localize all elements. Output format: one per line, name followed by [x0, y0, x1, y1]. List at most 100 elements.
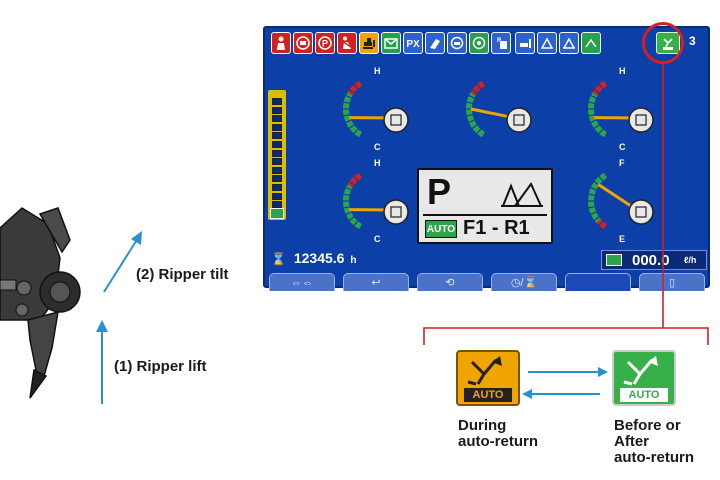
gauge-tick	[481, 131, 487, 139]
ripper-bar-icon	[270, 208, 284, 219]
gauge-tick	[603, 171, 609, 179]
blade-icon	[515, 32, 535, 54]
blade-tilt-icon	[559, 32, 579, 54]
gauge-tick	[597, 127, 605, 135]
gauge-bottom-label: E	[619, 234, 625, 244]
gauge-tick	[481, 79, 487, 87]
gauge-tick	[344, 119, 353, 124]
hourglass-icon: ⌛	[271, 252, 286, 266]
gauge-tick	[467, 94, 476, 99]
bar-meter-segment	[272, 115, 282, 123]
function-button-6[interactable]: ▯	[639, 273, 705, 291]
gauge-tick	[348, 215, 356, 222]
bar-meter-segment	[272, 201, 282, 209]
gauge-top-label: H	[374, 66, 381, 76]
gauge-tick	[342, 101, 351, 105]
fuel-rate-value: 000.0	[632, 252, 670, 269]
during-caption: During auto-return	[458, 417, 538, 450]
service-icon	[469, 32, 489, 54]
gauge-tick	[587, 101, 596, 105]
gauge-tick	[597, 175, 605, 183]
before-icon-label: AUTO	[620, 388, 668, 402]
gauge-tick	[587, 193, 596, 197]
gauge-tick	[352, 175, 360, 183]
gauge-tick	[593, 215, 601, 222]
function-button-4[interactable]: ◷/⌛	[491, 273, 557, 291]
gauge-green-zone	[588, 92, 608, 138]
gauge-tick	[348, 180, 356, 187]
gauge-tick	[593, 88, 601, 95]
gauge-tick	[342, 113, 351, 117]
gauge-tick	[587, 205, 596, 209]
function-button-2[interactable]: ↩	[343, 273, 409, 291]
bar-meter-segment	[272, 132, 282, 140]
gauge-icon-glyph	[635, 114, 647, 126]
gauge-tick	[597, 83, 605, 91]
gauge-bottom-label: C	[374, 234, 381, 244]
fuel-rate-play-icon	[606, 254, 622, 266]
blade-pitch-icon	[537, 32, 557, 54]
svg-text:PX: PX	[406, 39, 420, 50]
bar-meter-segment	[272, 192, 282, 200]
gauge-tick	[358, 79, 364, 87]
gauge-tick	[597, 219, 605, 227]
page-number: 3	[689, 34, 696, 48]
coolant-temp-icon	[383, 107, 409, 133]
ripper-lift-label: (1) Ripper lift	[114, 358, 207, 375]
gauge-tick	[465, 101, 474, 105]
gauge-bottom-label: C	[374, 142, 381, 152]
gauge-tick	[589, 186, 598, 191]
auto-return-highlight-circle	[642, 22, 684, 64]
engine-oil-gauge	[453, 68, 553, 150]
ripper-tilt-label: (2) Ripper tilt	[136, 266, 229, 283]
gauge-top-label: F	[619, 158, 625, 168]
bar-meter-segment	[272, 106, 282, 114]
gauge-tick	[603, 223, 609, 231]
gear-display-panel: P AUTO F1 - R1	[417, 168, 553, 244]
gauge-tick	[352, 219, 360, 227]
bar-meter-segment	[272, 166, 282, 174]
gauge-tick	[344, 94, 353, 99]
auto-return-during-icon: AUTO	[456, 350, 520, 406]
gauge-tick	[465, 113, 474, 117]
gauge-tick	[603, 131, 609, 139]
operator-seat-icon	[271, 32, 291, 54]
parking-brake-icon: P	[315, 32, 335, 54]
seatbelt-icon	[337, 32, 357, 54]
coolant-icon	[447, 32, 467, 54]
caution-icon-bar: P PX R 3	[271, 32, 705, 58]
function-button-1[interactable]: ⇔⇔	[269, 273, 335, 291]
fuel-rate-unit: ℓ/h	[684, 255, 697, 265]
ripper-illustration	[0, 207, 81, 399]
gauge-top-label: H	[374, 158, 381, 168]
gauge-icon-glyph	[390, 206, 402, 218]
gauge-tick	[475, 127, 483, 135]
bar-meter-segment	[272, 123, 282, 131]
gauge-tick	[471, 123, 479, 130]
ripper-tilt-arrow	[103, 231, 142, 293]
engine-check-icon	[293, 32, 313, 54]
fuel-icon	[628, 199, 654, 225]
gauge-icon-glyph	[390, 114, 402, 126]
gauge-green-zone	[466, 92, 486, 138]
function-button-3[interactable]: ⟲	[417, 273, 483, 291]
gear-speed-text: F1 - R1	[463, 217, 530, 239]
bar-meter-segment	[272, 158, 282, 166]
ripper-pin-icon: PX	[403, 32, 423, 54]
fuel-consumption-display: 000.0 ℓ/h	[601, 250, 707, 270]
ripper-lift-arrow	[96, 320, 108, 404]
gauge-icon-glyph	[513, 114, 525, 126]
gauge-tick	[358, 171, 364, 179]
bar-meter	[268, 90, 286, 220]
gauge-tick	[589, 119, 598, 124]
bar-meter-segment	[272, 98, 282, 105]
gauge-tick	[603, 79, 609, 87]
bar-meter-segment	[272, 184, 282, 191]
gauge-tick	[352, 83, 360, 91]
function-button-5[interactable]	[565, 273, 631, 291]
gauge-tick	[342, 193, 351, 197]
